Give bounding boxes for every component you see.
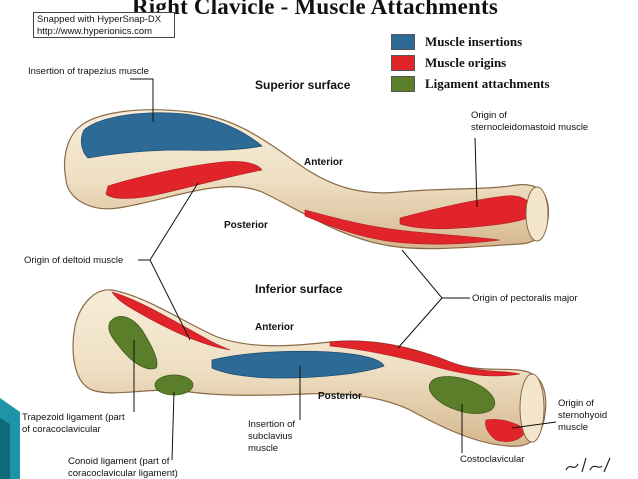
label-conoid-line2: coracoclavicular ligament) — [68, 468, 178, 479]
inferior-clavicle — [72, 289, 547, 447]
leader-trapezius — [130, 78, 154, 122]
pectoralis-origin-area-superior — [304, 209, 501, 245]
leader-sternohyoid — [511, 421, 557, 429]
inferior-sternal-end — [519, 373, 545, 443]
legend-label-insertions: Muscle insertions — [425, 34, 523, 49]
pectoralis-origin-area-inferior — [329, 340, 521, 377]
snapshot-watermark: Snapped with HyperSnap-DX http://www.hyp… — [33, 12, 175, 38]
anterior-label-inferior: Anterior — [255, 322, 294, 333]
legend-label-ligaments: Ligament attachments — [425, 76, 550, 91]
label-conoid-line1: Conoid ligament (part of — [68, 456, 170, 467]
snapshot-line-1: Snapped with HyperSnap-DX — [37, 14, 162, 25]
label-trapezoid-line1: Trapezoid ligament (part — [22, 412, 125, 423]
label-sternohyoid-line1: Origin of — [558, 398, 594, 409]
label-trapezoid-line2: of coracoclavicular — [22, 424, 101, 435]
leader-pectoralis-lower — [397, 297, 443, 349]
deltoid-origin-area-superior — [105, 161, 263, 199]
costoclavicular-ligament-area — [428, 376, 496, 414]
label-trapezius: Insertion of trapezius muscle — [28, 66, 149, 77]
leader-conoid — [171, 391, 175, 461]
posterior-label-inferior: Posterior — [318, 391, 362, 402]
superior-surface-heading: Superior surface — [255, 78, 351, 92]
label-costoclavicular: Costoclavicular — [460, 454, 525, 465]
inferior-surface-heading: Inferior surface — [255, 282, 343, 296]
label-pectoralis: Origin of pectoralis major — [472, 293, 578, 304]
corner-decoration-inner — [0, 418, 10, 479]
label-sternohyoid-line2: sternohyoid — [558, 410, 608, 421]
label-subclavius-line3: muscle — [248, 443, 279, 454]
superior-sternal-end — [525, 186, 549, 242]
label-subclavius-line2: subclavius — [248, 431, 293, 442]
leader-deltoid-lower — [149, 259, 191, 341]
deltoid-origin-area-inferior — [111, 291, 231, 351]
legend-swatch-ligaments — [391, 76, 415, 92]
trapezoid-ligament-area — [108, 316, 158, 370]
label-deltoid: Origin of deltoid muscle — [24, 255, 124, 266]
label-sternohyoid-line3: muscle — [558, 422, 589, 433]
label-scm-line1: Origin of — [471, 110, 507, 121]
legend-swatch-insertions — [391, 34, 415, 50]
label-subclavius-line1: Insertion of — [248, 419, 295, 430]
anterior-label-superior: Anterior — [304, 157, 343, 168]
snapshot-line-2: http://www.hyperionics.com — [37, 26, 153, 37]
posterior-label-superior: Posterior — [224, 220, 268, 231]
legend-swatch-origins — [391, 55, 415, 71]
subclavius-insertion-area — [211, 350, 385, 379]
diagram-title: Right Clavicle - Muscle Attachments — [132, 0, 498, 19]
label-scm-line2: sternocleidomastoid muscle — [471, 122, 589, 133]
superior-clavicle — [63, 109, 550, 250]
legend-label-origins: Muscle origins — [425, 55, 507, 70]
leader-scm — [474, 137, 478, 208]
leader-pectoralis — [401, 249, 470, 299]
artist-signature — [565, 457, 611, 473]
leader-lines — [130, 78, 557, 461]
sternohyoid-origin-area — [485, 419, 527, 442]
trapezius-insertion-area — [80, 112, 263, 159]
